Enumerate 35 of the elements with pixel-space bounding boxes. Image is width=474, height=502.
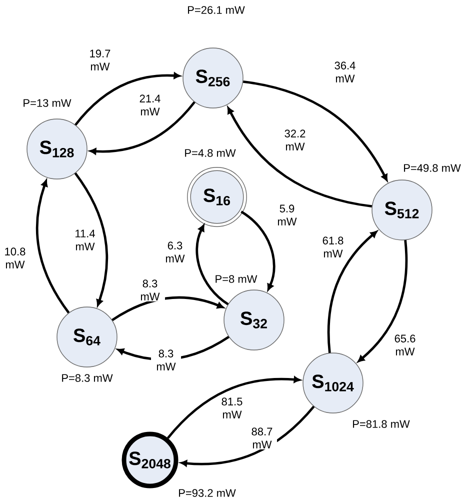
edge-label: 32.2 mW <box>280 128 310 152</box>
edge-label: 10.8 mW <box>0 246 30 270</box>
edge-label: 6.3 mW <box>160 240 190 264</box>
arrow <box>358 240 408 362</box>
edge-label: 8.3 mW <box>151 348 181 372</box>
power-label: P=8.3 mW <box>60 373 114 383</box>
arrow <box>74 72 180 126</box>
arrow <box>74 172 108 306</box>
arrow <box>227 106 372 208</box>
arrow <box>242 80 388 182</box>
edge-label: 5.9 mW <box>272 204 302 226</box>
arrow <box>180 406 315 466</box>
arrow <box>112 296 224 322</box>
edge-label: 65.6 mW <box>390 334 420 356</box>
arrow <box>90 101 196 155</box>
arrow <box>36 180 70 314</box>
power-label: P=4.8 mW <box>183 148 237 158</box>
edge-label: 88.7 mW <box>247 426 277 450</box>
power-label: P=13 mW <box>22 98 72 108</box>
power-label: P=81.8 mW <box>351 419 411 429</box>
arrow <box>327 230 378 353</box>
arrow <box>196 224 229 306</box>
arrow <box>240 210 276 291</box>
edge-label: 21.4 mW <box>135 94 165 116</box>
power-label: P=26.1 mW <box>186 5 246 15</box>
power-label: P=93.2 mW <box>177 488 237 498</box>
edge-label: 81.5 mW <box>217 396 247 420</box>
power-label: P=49.8 mW <box>402 163 462 173</box>
edge-label: 8.3 mW <box>135 278 165 302</box>
edge-label: 19.7 mW <box>85 48 115 72</box>
power-label: P=8 mW <box>214 274 258 284</box>
arrow <box>166 376 301 439</box>
edge-label: 11.4 mW <box>70 228 100 252</box>
edge-label: 61.8 mW <box>318 236 348 258</box>
edge-label: 36.4 mW <box>330 60 360 84</box>
